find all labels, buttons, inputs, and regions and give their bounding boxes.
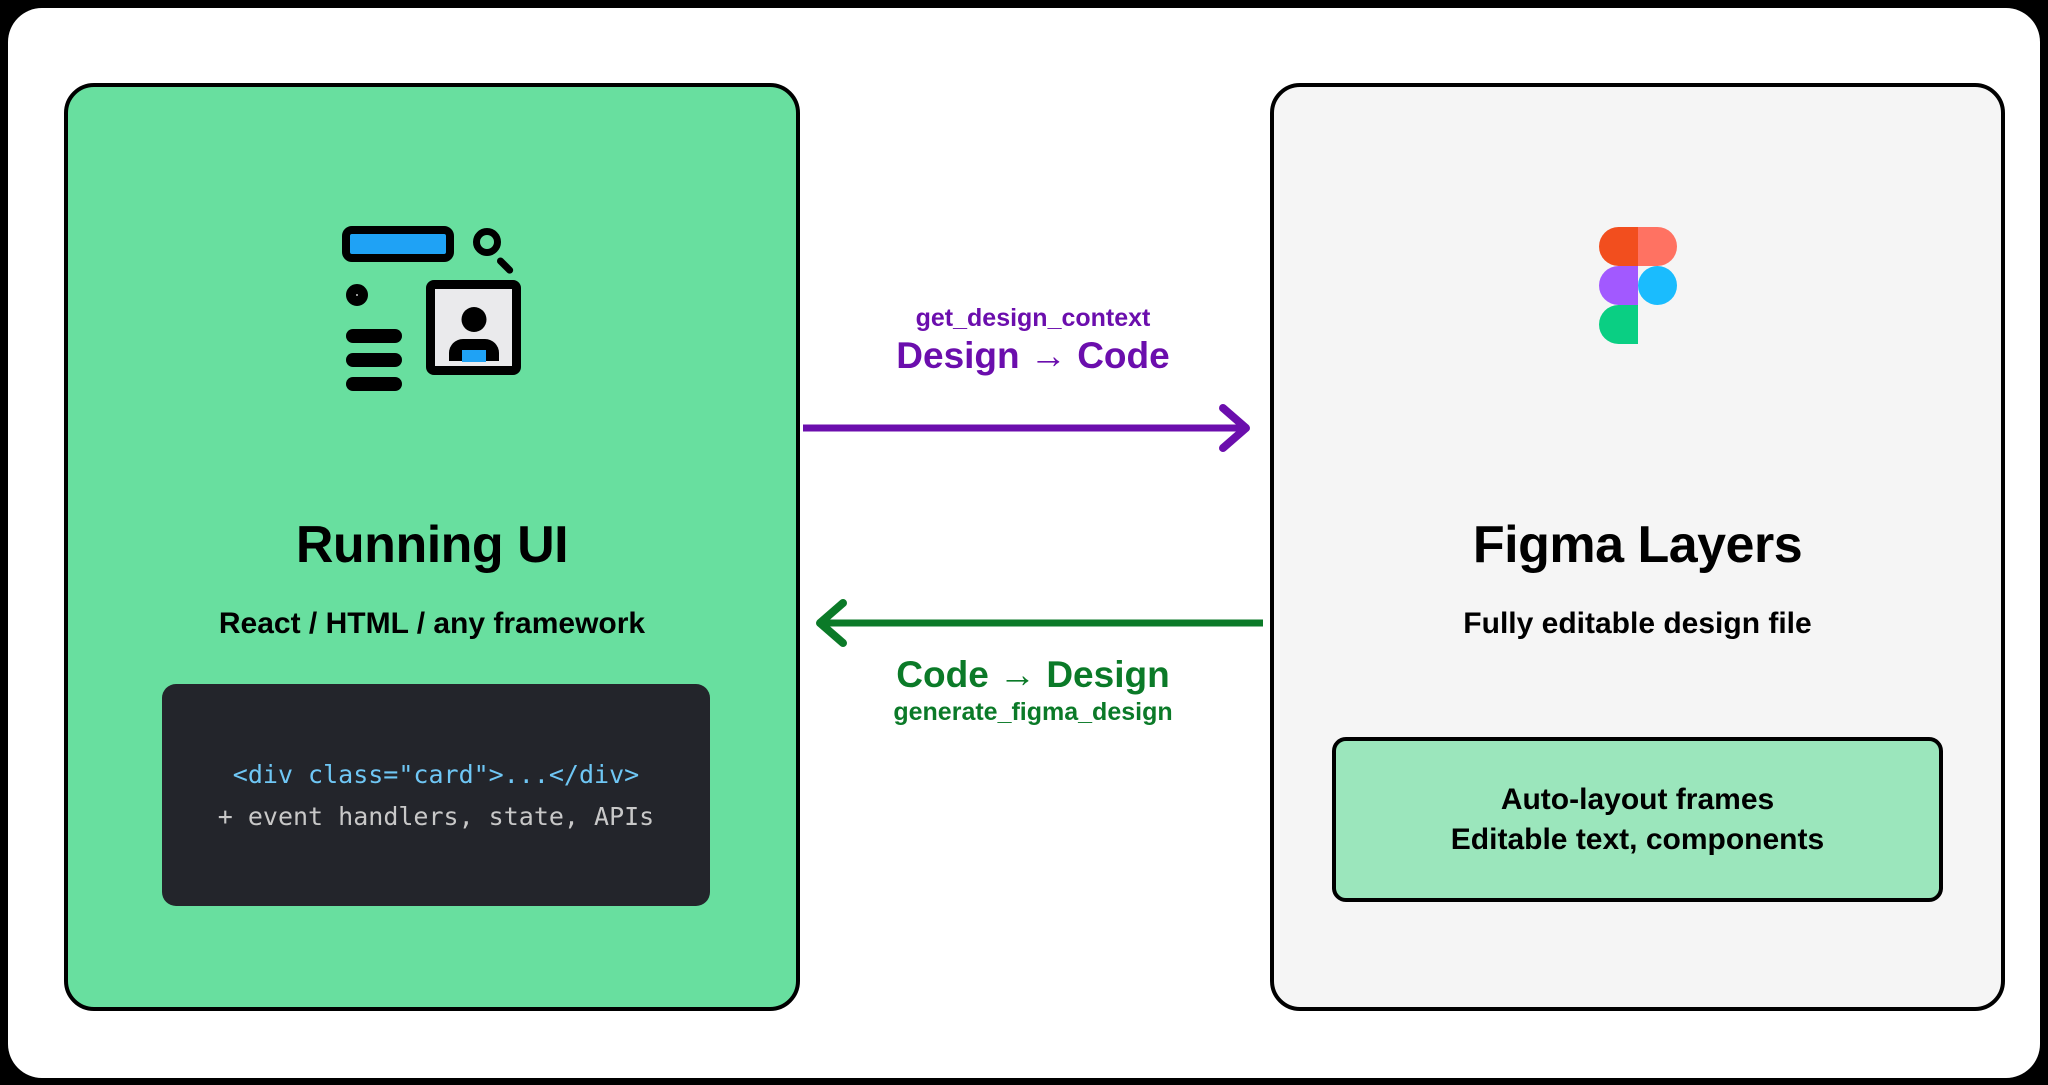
person-head-icon: [461, 307, 486, 332]
wireframe-searchbar-icon: [342, 226, 454, 262]
search-icon: [473, 228, 501, 256]
code-to-design-arrow: [816, 599, 1263, 647]
person-shirt-icon: [461, 350, 486, 362]
design-to-code-arrow: [803, 404, 1250, 452]
wireframe-line-icon: [346, 329, 402, 343]
code-to-design-label: Code → Design: [896, 654, 1170, 695]
figma-logo-green-piece: [1598, 305, 1638, 344]
get-design-context-label: get_design_context: [915, 304, 1151, 332]
figma-logo-orange-piece: [1598, 227, 1638, 266]
running-ui-subtitle: React / HTML / any framework: [218, 607, 646, 640]
figma-logo-salmon-piece: [1637, 227, 1677, 266]
code-snippet-block: <div class="card">...</div> + event hand…: [162, 684, 710, 906]
figma-logo-icon: [1598, 227, 1677, 344]
code-line-markup: <div class="card">...</div>: [232, 759, 640, 789]
wireframe-line-icon: [346, 353, 402, 367]
code-to-design-label-group: Code → Design generate_figma_design: [803, 653, 1263, 728]
feature-line-editable: Editable text, components: [1450, 822, 1825, 856]
design-to-code-label: Design → Code: [896, 335, 1170, 377]
figma-layers-title: Figma Layers: [1472, 516, 1803, 574]
wireframe-profile-card-icon: [426, 280, 521, 375]
figma-layers-card: Figma Layers Fully editable design file …: [1270, 83, 2005, 1011]
diagram-frame: Running UI React / HTML / any framework …: [8, 8, 2040, 1078]
figma-logo-purple-piece: [1598, 266, 1638, 305]
search-icon-handle: [495, 256, 515, 276]
design-to-code-label-group: get_design_context Design → Code: [803, 303, 1263, 378]
figma-feature-box: Auto-layout frames Editable text, compon…: [1332, 737, 1943, 902]
wireframe-line-icon: [346, 377, 402, 391]
generate-figma-design-label: generate_figma_design: [893, 697, 1173, 726]
running-ui-title: Running UI: [295, 516, 569, 574]
feature-line-autolayout: Auto-layout frames: [1500, 782, 1775, 816]
figma-logo-blue-piece: [1637, 266, 1677, 305]
code-line-comment: + event handlers, state, APIs: [217, 801, 655, 831]
running-ui-card: Running UI React / HTML / any framework …: [64, 83, 800, 1011]
ui-wireframe-icon: [342, 219, 522, 391]
figma-layers-subtitle: Fully editable design file: [1463, 607, 1812, 640]
avatar-dot-icon: [346, 284, 368, 306]
